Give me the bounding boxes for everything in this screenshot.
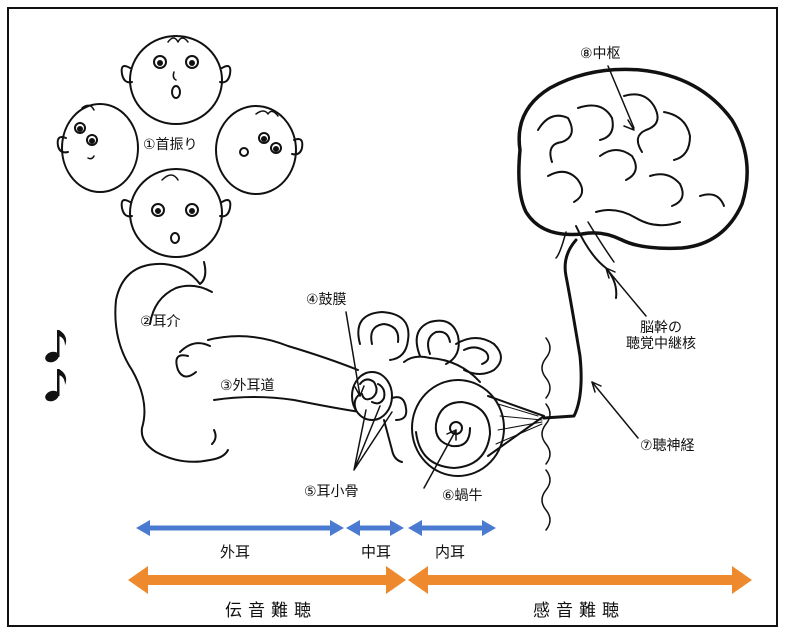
wavy-separator: [542, 338, 550, 530]
label-eardrum: ④鼓膜: [306, 292, 347, 308]
label-sensorineural-hearing-loss: 感音難聴: [504, 596, 654, 621]
baby-head-bottom: [122, 169, 231, 257]
label-ear-canal: ③外耳道: [218, 378, 277, 394]
label-conductive-hearing-loss: 伝音難聴: [196, 596, 346, 621]
middle-ear-drawing: [352, 372, 406, 462]
region-label-outer: 外耳: [205, 541, 265, 562]
label-auditory-nerve: ⑦聴神経: [640, 438, 695, 454]
label-head-shake: ①首振り: [141, 137, 200, 153]
label-center: ⑧中枢: [580, 46, 621, 62]
outer-ear-arrow: [136, 520, 344, 536]
region-label-middle: 中耳: [346, 541, 406, 562]
label-ossicles: ⑤耳小骨: [304, 484, 359, 500]
baby-head-right: [216, 106, 302, 194]
brain-drawing: [519, 69, 747, 298]
sensorineural-arrow: [408, 566, 752, 594]
label-cochlea: ⑥蝸牛: [442, 488, 483, 504]
label-pinna: ②耳介: [140, 314, 181, 330]
label-brainstem-nucleus: 脳幹の 聴覚中継核: [626, 320, 696, 352]
region-label-inner: 内耳: [420, 541, 480, 562]
conductive-arrow: [128, 566, 406, 594]
inner-ear-arrow: [408, 520, 496, 536]
region-arrows: [136, 520, 496, 536]
baby-head-left: [58, 104, 138, 192]
baby-head-top: [122, 36, 231, 124]
music-note-icon: [44, 369, 66, 403]
music-note-icon: [44, 330, 66, 364]
hearing-loss-arrows: [128, 566, 752, 594]
middle-ear-arrow: [346, 520, 404, 536]
